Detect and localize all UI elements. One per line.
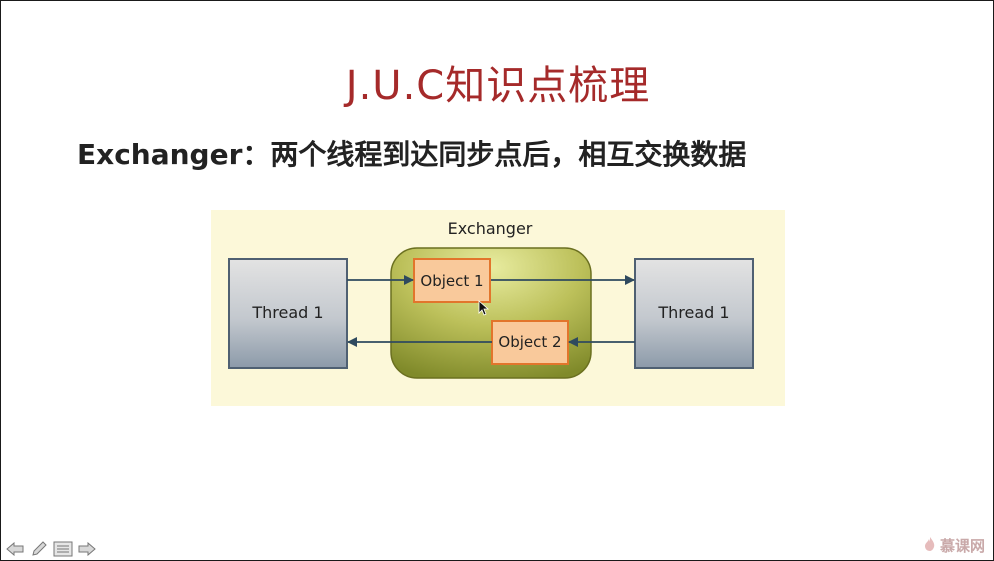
slide-title: J.U.C知识点梳理: [345, 63, 651, 109]
brand-watermark: 慕课网: [924, 535, 985, 556]
slide-nav-toolbar: [5, 539, 97, 559]
next-arrow-icon[interactable]: [77, 540, 97, 558]
brand-flame-icon: [924, 536, 936, 556]
left-thread-box: [228, 258, 348, 369]
left-thread-label: Thread 1: [251, 303, 323, 322]
slide-subtitle: Exchanger：两个线程到达同步点后，相互交换数据: [77, 138, 747, 171]
exchanger-diagram: Exchanger Thread 1 Thread 1 Object 1 Obj…: [211, 210, 785, 406]
menu-icon[interactable]: [53, 540, 73, 558]
pen-icon[interactable]: [29, 540, 49, 558]
object2-box: [491, 320, 569, 365]
mouse-cursor-icon: [478, 300, 490, 316]
prev-arrow-icon[interactable]: [5, 540, 25, 558]
object2-label: Object 2: [498, 333, 561, 351]
brand-name: 慕课网: [939, 537, 985, 555]
right-thread-label: Thread 1: [657, 303, 729, 322]
object1-box: [413, 258, 491, 303]
object1-label: Object 1: [420, 272, 483, 290]
right-thread-box: [634, 258, 754, 369]
exchanger-label: Exchanger: [448, 219, 533, 238]
